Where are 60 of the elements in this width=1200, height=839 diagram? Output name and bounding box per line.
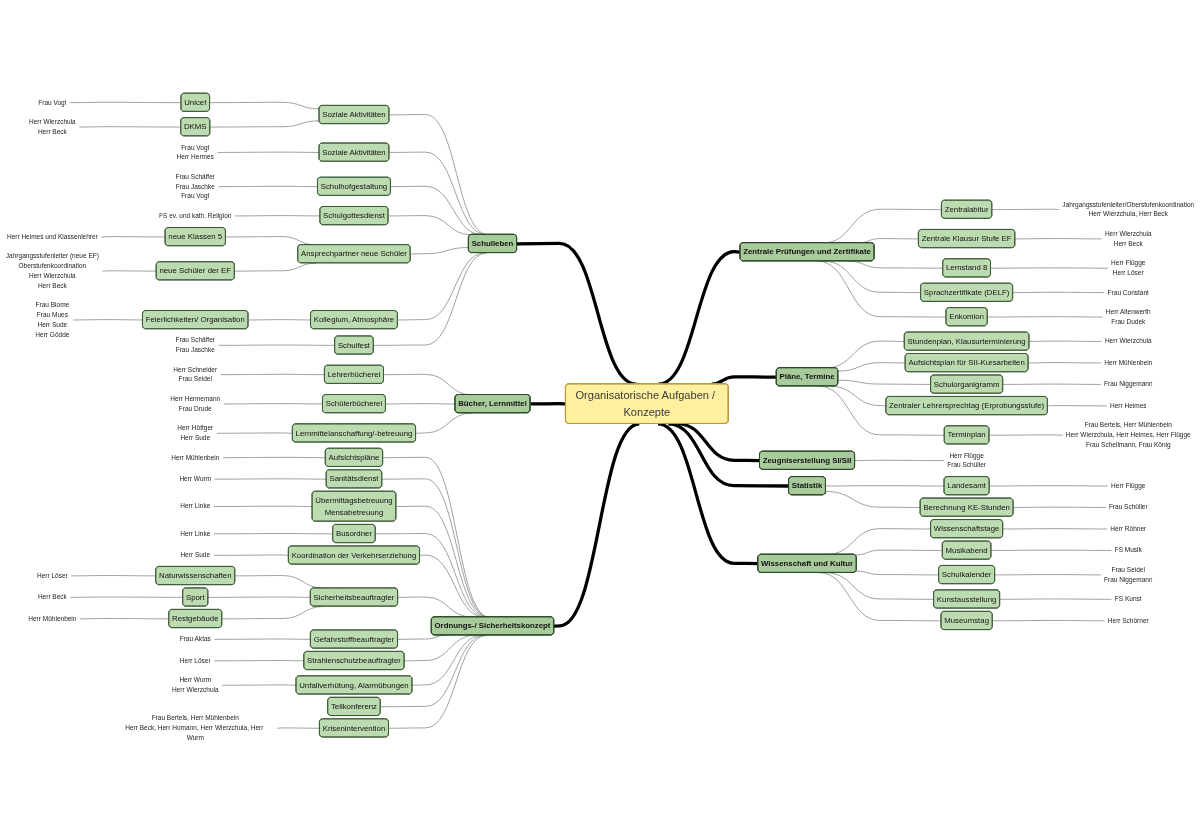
connector: [234, 215, 321, 217]
connector: [213, 533, 334, 535]
connector: [221, 684, 297, 686]
connector: [216, 432, 293, 434]
connector: [990, 549, 1113, 551]
connector: [677, 422, 760, 463]
connector: [999, 598, 1113, 600]
connector: [223, 403, 324, 405]
connector: [1047, 405, 1108, 407]
connector: [213, 660, 305, 662]
connector: [1028, 362, 1102, 364]
connector: [209, 102, 320, 110]
connector: [79, 618, 170, 620]
connector: [70, 596, 184, 598]
connector: [1002, 528, 1108, 530]
connector: [218, 185, 319, 187]
connector: [992, 620, 1106, 622]
connector: [825, 485, 945, 487]
connector: [209, 120, 320, 128]
connector: [214, 478, 327, 480]
connector: [102, 270, 157, 272]
connector: [837, 379, 932, 385]
connector: [218, 344, 336, 346]
connector: [989, 485, 1109, 487]
connector: [213, 554, 290, 556]
connector: [213, 505, 313, 507]
connector: [388, 215, 472, 236]
connector: [214, 638, 312, 640]
connector: [207, 596, 311, 598]
connector: [220, 374, 326, 375]
connector: [1014, 238, 1103, 240]
connector: [837, 362, 906, 372]
connector: [991, 208, 1060, 210]
connector: [530, 402, 566, 406]
connector: [825, 491, 921, 508]
connector: [101, 236, 166, 238]
connector: [1002, 383, 1102, 385]
connector: [410, 247, 470, 255]
connector: [553, 422, 640, 628]
connector: [385, 403, 456, 405]
connector: [276, 727, 321, 729]
connector: [668, 422, 789, 488]
connector: [78, 126, 182, 128]
connector: [994, 574, 1102, 576]
connector: [72, 319, 144, 321]
connector: [990, 267, 1109, 269]
connector: [217, 151, 320, 153]
connector: [854, 459, 945, 461]
connector: [248, 319, 312, 321]
connector: [989, 434, 1064, 436]
connector: [657, 422, 759, 566]
connector: [222, 457, 326, 458]
connector: [854, 549, 943, 556]
connector: [71, 575, 157, 577]
connector: [1013, 506, 1107, 508]
connector: [855, 570, 940, 576]
connector: [69, 102, 182, 103]
connector: [987, 316, 1104, 318]
connector: [1012, 291, 1105, 293]
connector: [1028, 340, 1103, 342]
